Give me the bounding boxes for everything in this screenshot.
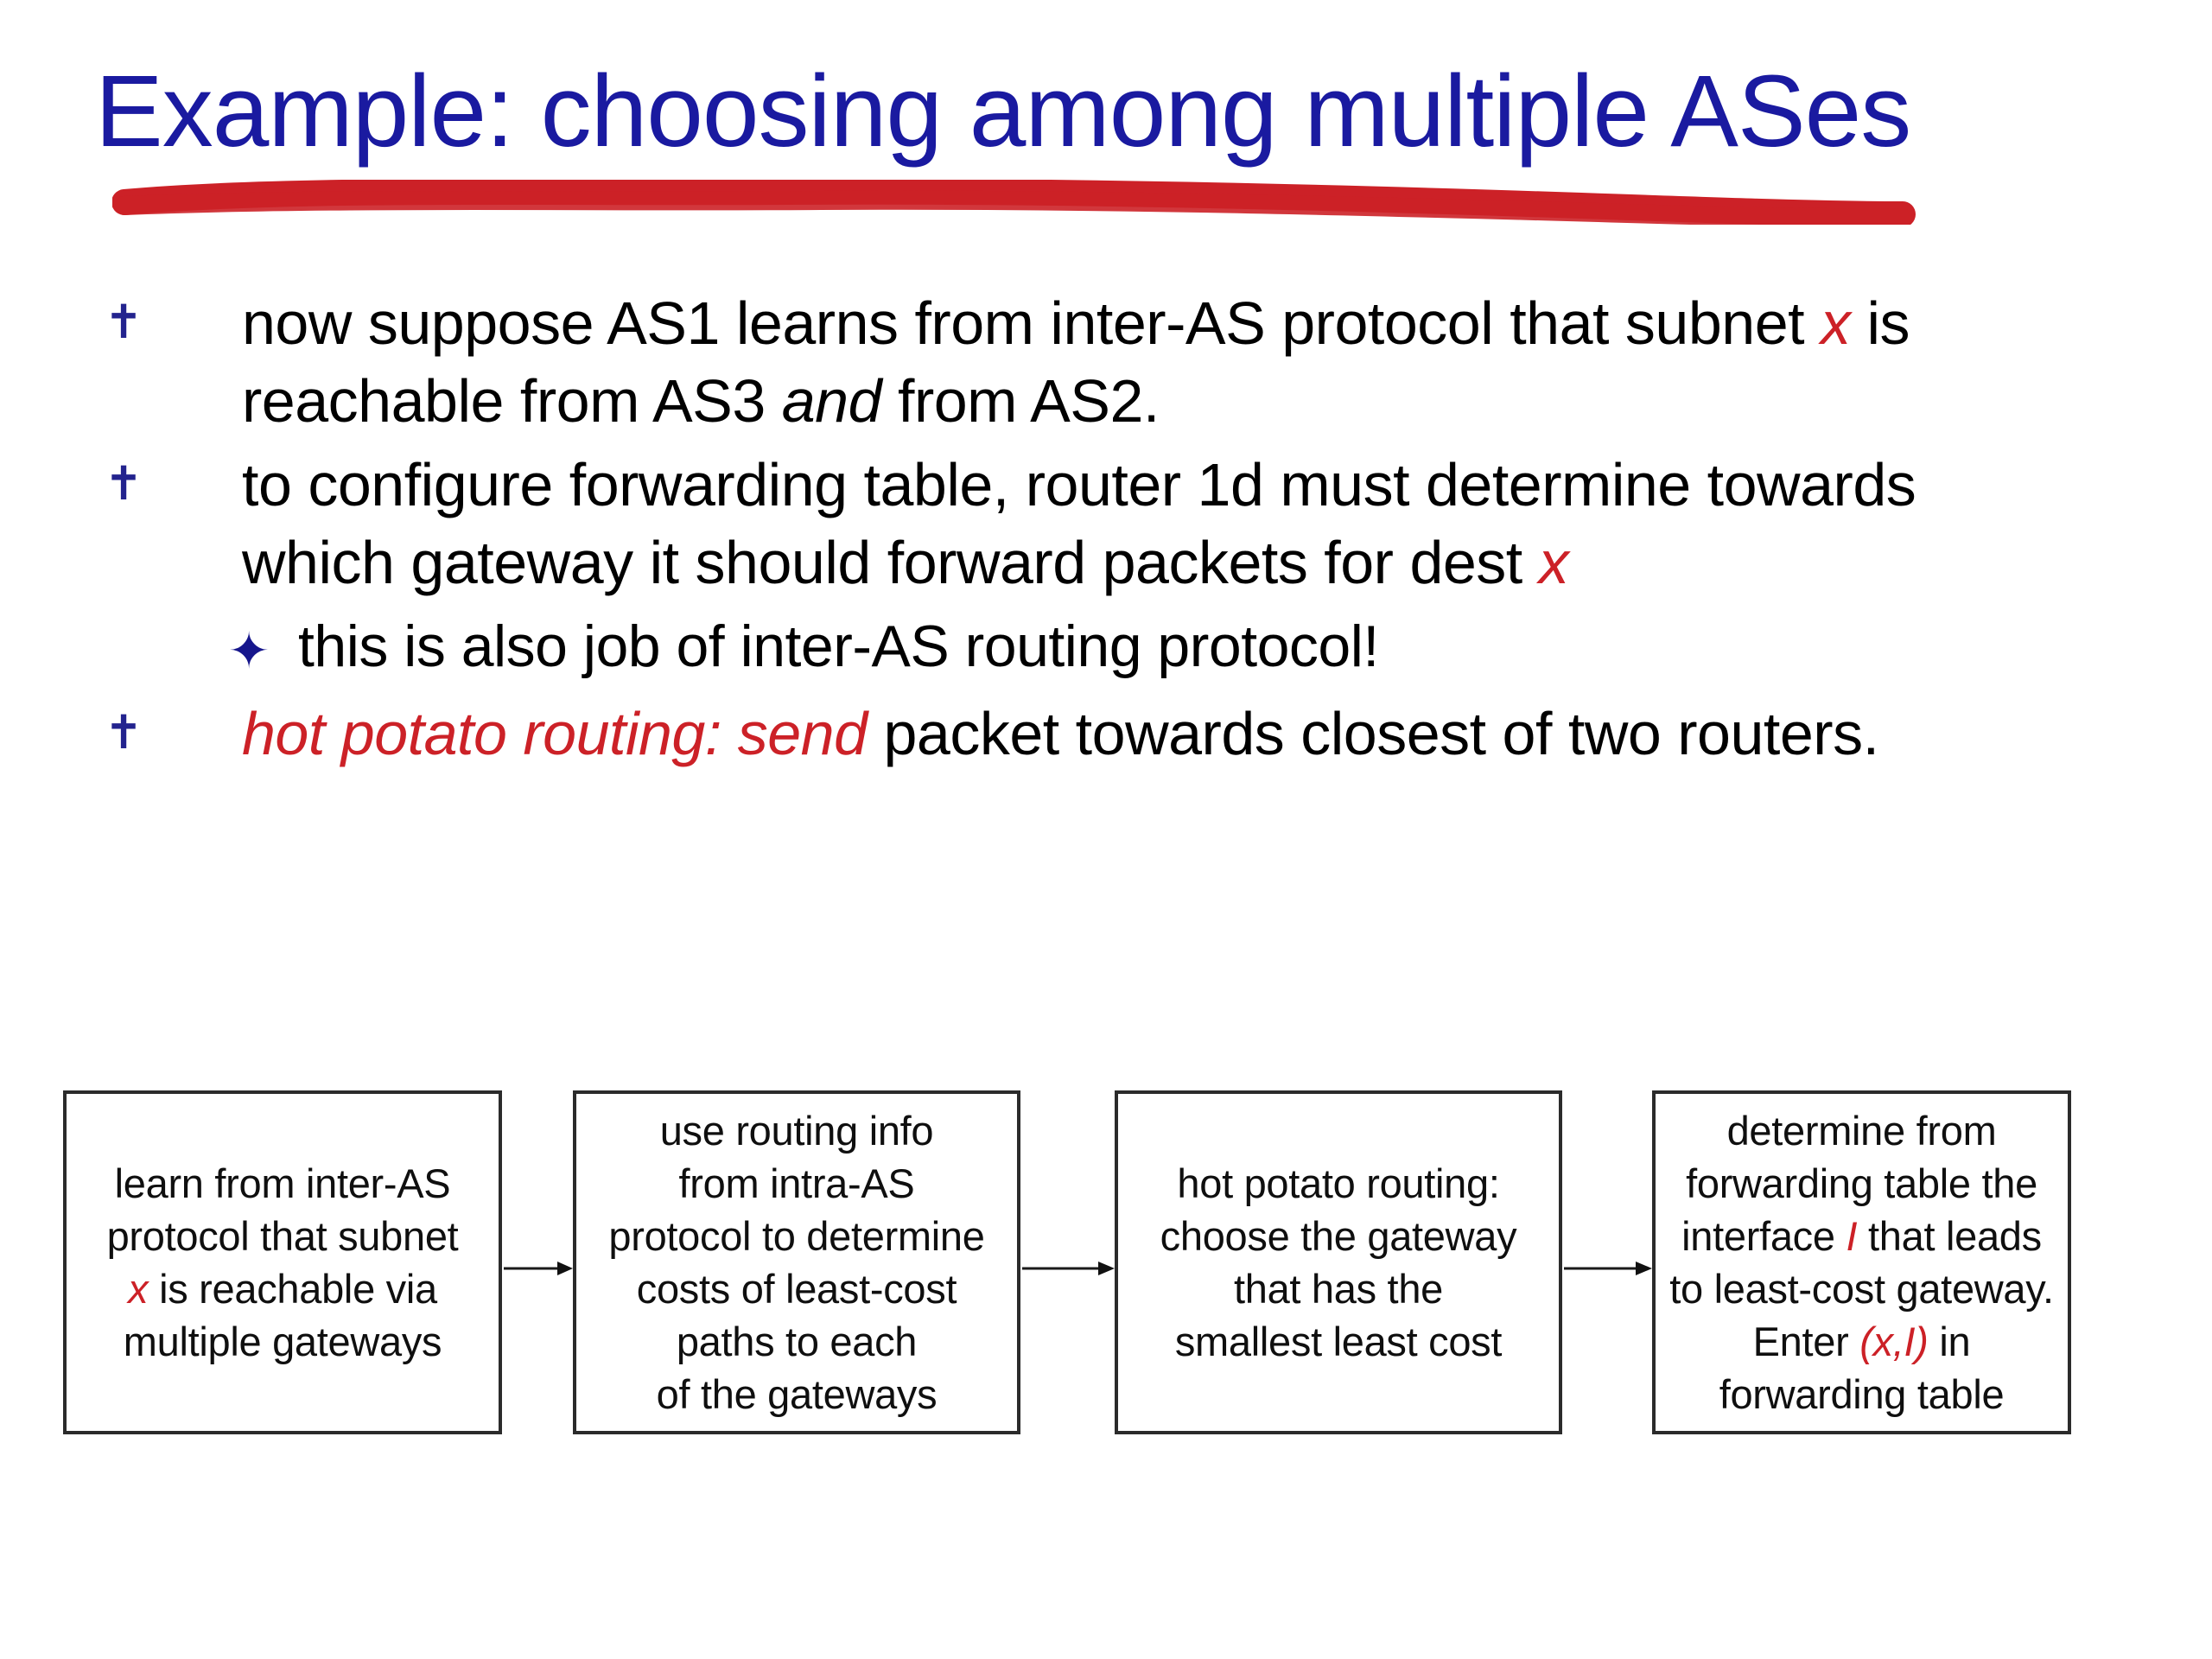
bullet-item-2: ✝ to configure forwarding table, router … xyxy=(0,447,2212,601)
flow-arrow-2-icon xyxy=(1022,1262,1115,1275)
flow-box-determine-interface[interactable]: determine from forwarding table the inte… xyxy=(1652,1090,2071,1434)
bullet-item-1-text: now suppose AS1 learns from inter-AS pro… xyxy=(242,285,2065,440)
cross-bullet-icon: ✝ xyxy=(104,705,143,760)
bullet-1-and: and xyxy=(781,366,882,435)
page-title: Example: choosing among multiple ASes xyxy=(95,54,1911,168)
process-flowchart: learn from inter-AS protocol that subnet… xyxy=(0,1090,2212,1453)
flow-arrow-3-icon xyxy=(1564,1262,1652,1275)
bullet-2-run-a: to configure forwarding table, router 1d… xyxy=(242,451,1916,596)
bullet-2-dest-x: x xyxy=(1538,528,1569,596)
cross-bullet-icon: ✝ xyxy=(104,295,143,349)
bullet-item-1: ✝ now suppose AS1 learns from inter-AS p… xyxy=(0,285,2212,440)
bullet-item-2-text: to configure forwarding table, router 1d… xyxy=(242,447,2065,601)
flow-box-4-line-5-b: in xyxy=(1928,1319,1971,1365)
bullet-item-3-text: hot potato routing: send packet towards … xyxy=(242,696,2065,773)
sub-bullet-item-1-text: this is also job of inter-AS routing pro… xyxy=(298,613,1379,680)
flow-box-1-line-1: learn from inter-AS xyxy=(114,1160,451,1206)
flow-box-4-line-2: forwarding table the xyxy=(1686,1160,2037,1206)
bullet-1-run-c: from AS2. xyxy=(881,366,1160,435)
title-underline-stroke xyxy=(112,180,1916,225)
flow-box-2-line-3: protocol to determine xyxy=(608,1212,985,1259)
flow-box-4-entry-pair: (x,I) xyxy=(1859,1319,1929,1365)
flow-box-3-line-2: choose the gateway xyxy=(1160,1212,1517,1259)
flow-box-4-line-1: determine from xyxy=(1726,1107,1997,1154)
star-bullet-icon: ✦ xyxy=(227,621,270,681)
flow-box-2-line-6: of the gateways xyxy=(656,1371,938,1418)
flow-box-learn-from-inter-as[interactable]: learn from inter-AS protocol that subnet… xyxy=(63,1090,502,1434)
body-content: ✝ now suppose AS1 learns from inter-AS p… xyxy=(0,285,2212,780)
flow-box-2-text: use routing info from intra-AS protocol … xyxy=(596,1104,996,1421)
flow-box-1-line-2: protocol that subnet xyxy=(106,1212,459,1259)
flow-box-1-line-4: multiple gateways xyxy=(123,1319,442,1365)
flow-box-2-line-5: paths to each xyxy=(676,1319,918,1365)
bullet-1-run-b: is reachable from AS3 xyxy=(242,289,1910,435)
flow-box-hot-potato-routing[interactable]: hot potato routing: choose the gateway t… xyxy=(1115,1090,1562,1434)
flow-box-2-line-1: use routing info xyxy=(659,1107,934,1154)
flow-box-3-text: hot potato routing: choose the gateway t… xyxy=(1148,1157,1529,1368)
flow-box-4-line-4: to least-cost gateway. xyxy=(1669,1266,2054,1312)
flow-box-4-text: determine from forwarding table the inte… xyxy=(1657,1104,2065,1421)
bullet-3-run-a: packet towards closest of two routers. xyxy=(867,700,1879,768)
flow-box-3-line-4: smallest least cost xyxy=(1174,1319,1503,1365)
bullet-1-run-a: now suppose AS1 learns from inter-AS pro… xyxy=(242,289,1821,357)
flow-box-4-line-6: forwarding table xyxy=(1719,1371,2005,1418)
flow-box-2-line-2: from intra-AS xyxy=(678,1160,915,1206)
flow-box-4-line-3-b: that leads xyxy=(1857,1212,2042,1259)
flow-box-1-text: learn from inter-AS protocol that subnet… xyxy=(95,1157,471,1368)
cross-bullet-icon: ✝ xyxy=(104,456,143,512)
sub-bullet-item-1: ✦ this is also job of inter-AS routing p… xyxy=(0,610,2212,683)
flow-box-4-interface-i: I xyxy=(1846,1212,1858,1259)
bullet-item-3: ✝ hot potato routing: send packet toward… xyxy=(0,696,2212,773)
flow-box-3-line-3: that has the xyxy=(1233,1266,1443,1312)
flow-box-3-line-1: hot potato routing: xyxy=(1177,1160,1500,1206)
title-block: Example: choosing among multiple ASes xyxy=(95,60,2117,233)
flow-arrow-1-icon xyxy=(504,1262,573,1275)
flow-box-4-line-5-a: Enter xyxy=(1752,1319,1860,1365)
flow-box-2-line-4: costs of least-cost xyxy=(636,1266,957,1312)
flow-box-4-line-3-a: interface xyxy=(1681,1212,1847,1259)
bullet-3-hot-potato-term: hot potato routing: send xyxy=(242,700,868,768)
flow-box-1-line-3-rest: is reachable via xyxy=(148,1266,437,1312)
flow-box-use-routing-info[interactable]: use routing info from intra-AS protocol … xyxy=(573,1090,1020,1434)
flow-box-1-subnet-x: x xyxy=(128,1266,149,1312)
bullet-1-subnet-x: x xyxy=(1821,289,1851,357)
